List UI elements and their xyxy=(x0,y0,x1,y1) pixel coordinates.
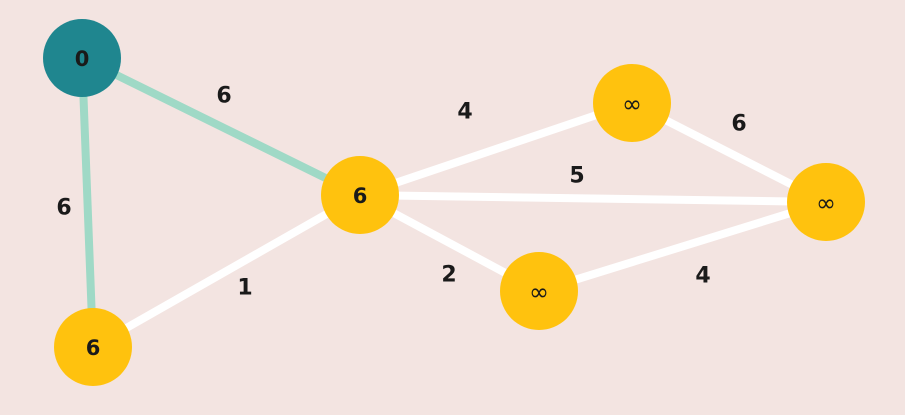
node-A: 0 xyxy=(43,19,121,97)
node-circle xyxy=(321,156,399,234)
edge-weight-A-C: 6 xyxy=(216,84,231,109)
edge-C-D xyxy=(356,99,636,199)
edge-weight-C-D: 4 xyxy=(457,100,472,125)
node-circle xyxy=(43,19,121,97)
node-circle xyxy=(787,163,865,241)
node-E: ∞ xyxy=(500,252,578,330)
node-distance-label: 6 xyxy=(353,184,368,208)
edge-weight-C-F: 5 xyxy=(569,164,584,189)
edge-weight-A-B: 6 xyxy=(56,196,71,221)
node-F: ∞ xyxy=(787,163,865,241)
node-circle xyxy=(54,308,132,386)
edge-weight-D-F: 6 xyxy=(731,112,746,137)
edge-B-C xyxy=(89,191,364,351)
node-C: 6 xyxy=(321,156,399,234)
node-distance-label: 0 xyxy=(75,47,90,71)
node-distance-label: 6 xyxy=(86,336,101,360)
node-circle xyxy=(593,64,671,142)
edge-weight-B-C: 1 xyxy=(237,276,252,301)
node-distance-label: ∞ xyxy=(622,90,642,118)
node-circle xyxy=(500,252,578,330)
edge-A-B xyxy=(78,54,97,351)
edge-weights-layer: 6 6 1 4 5 2 6 4 xyxy=(56,84,746,301)
node-distance-label: ∞ xyxy=(816,189,836,217)
node-D: ∞ xyxy=(593,64,671,142)
node-distance-label: ∞ xyxy=(529,278,549,306)
edge-weight-C-E: 2 xyxy=(441,263,456,288)
edge-A-C xyxy=(78,54,364,199)
edge-E-F xyxy=(535,198,830,295)
edge-weight-E-F: 4 xyxy=(695,264,710,289)
node-B: 6 xyxy=(54,308,132,386)
edge-C-F xyxy=(356,191,830,206)
edges-layer xyxy=(78,54,830,351)
nodes-layer: 0 6 6 ∞ ∞ ∞ xyxy=(43,19,865,386)
